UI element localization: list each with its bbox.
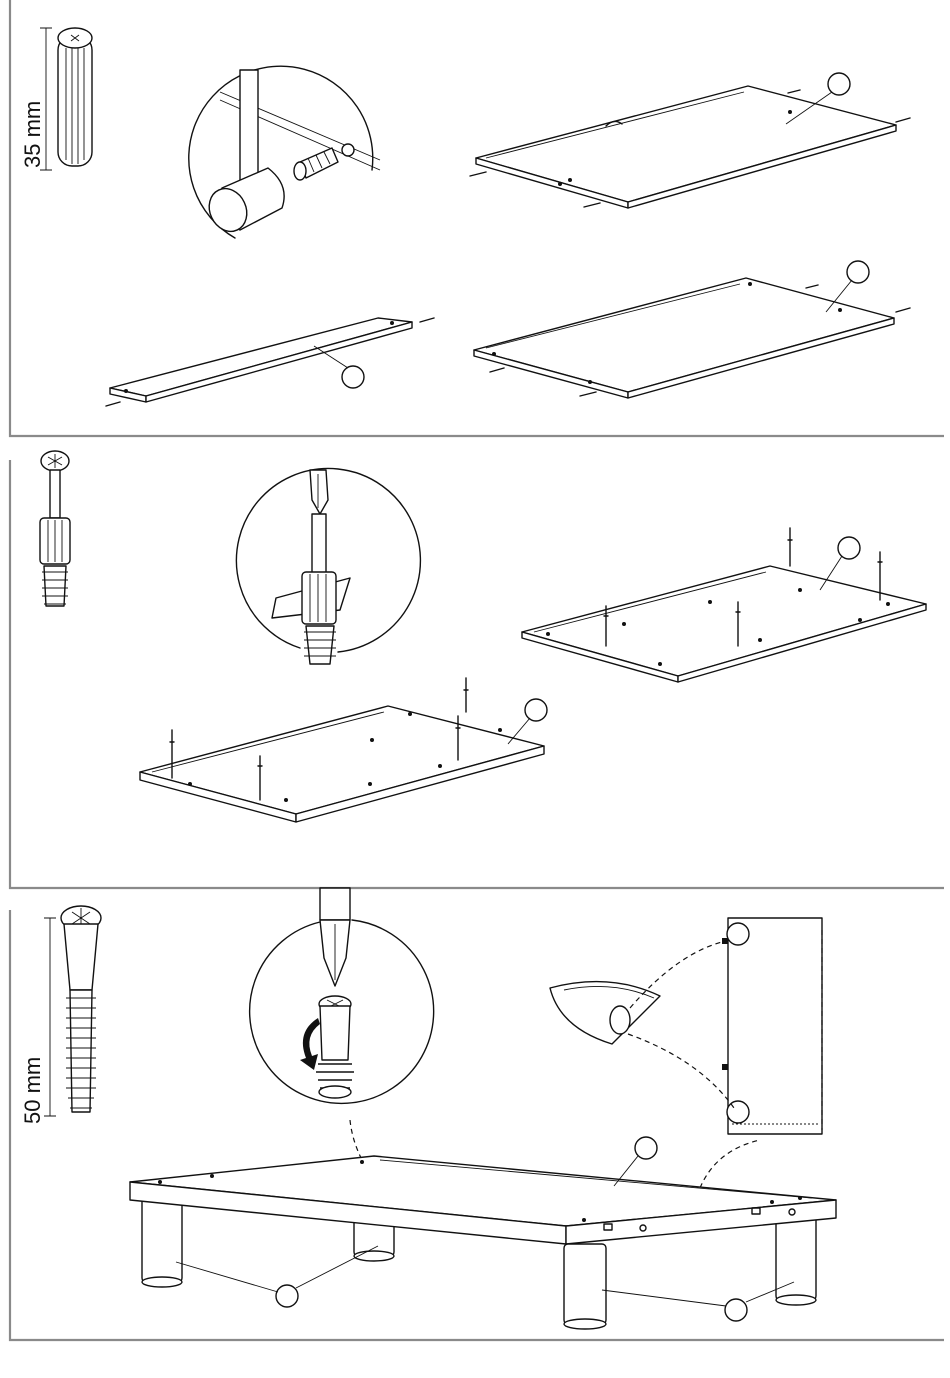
panel-1: 35 mm bbox=[10, 0, 944, 436]
dowel-length-label: 35 mm bbox=[20, 101, 45, 168]
wooden-dowel-icon bbox=[58, 28, 92, 166]
cam-bolt-icon bbox=[40, 451, 70, 606]
panel-2-frame bbox=[10, 460, 944, 888]
dowel-insert-icon bbox=[294, 148, 338, 180]
part-callout-circle bbox=[725, 1299, 747, 1321]
screw-dimension-line bbox=[44, 918, 56, 1116]
part-callout-circle bbox=[635, 1137, 657, 1159]
mallet-icon bbox=[202, 70, 284, 238]
side-panel-pins bbox=[722, 918, 822, 1134]
rotate-arrow-icon bbox=[300, 1018, 320, 1070]
panel-2 bbox=[10, 451, 944, 888]
screwdriver-icon bbox=[310, 470, 328, 574]
base-board-with-legs bbox=[130, 1137, 836, 1329]
board-bottom-right bbox=[474, 261, 910, 398]
board-top-left bbox=[470, 73, 910, 208]
board-with-bolts-lower bbox=[140, 678, 547, 822]
screwdriver-icon bbox=[320, 888, 350, 986]
part-callout-circle bbox=[342, 366, 364, 388]
part-callout-circle bbox=[847, 261, 869, 283]
screw-detail-callout bbox=[250, 888, 434, 1103]
panel-3: 50 mm bbox=[10, 888, 944, 1340]
board-with-bolts-upper bbox=[522, 528, 926, 682]
mallet-detail-callout bbox=[189, 66, 380, 238]
panel-1-frame bbox=[10, 0, 944, 436]
part-callout-circle bbox=[525, 699, 547, 721]
rail-board bbox=[106, 318, 434, 406]
shelf-pin-detail-icon bbox=[550, 982, 660, 1044]
part-callout-circle bbox=[276, 1285, 298, 1307]
confirmat-screw-icon bbox=[61, 906, 101, 1112]
screw-length-label: 50 mm bbox=[20, 1057, 45, 1124]
screwdriver-detail-callout bbox=[236, 469, 420, 665]
part-callout-circle bbox=[828, 73, 850, 95]
part-callout-circle bbox=[838, 537, 860, 559]
